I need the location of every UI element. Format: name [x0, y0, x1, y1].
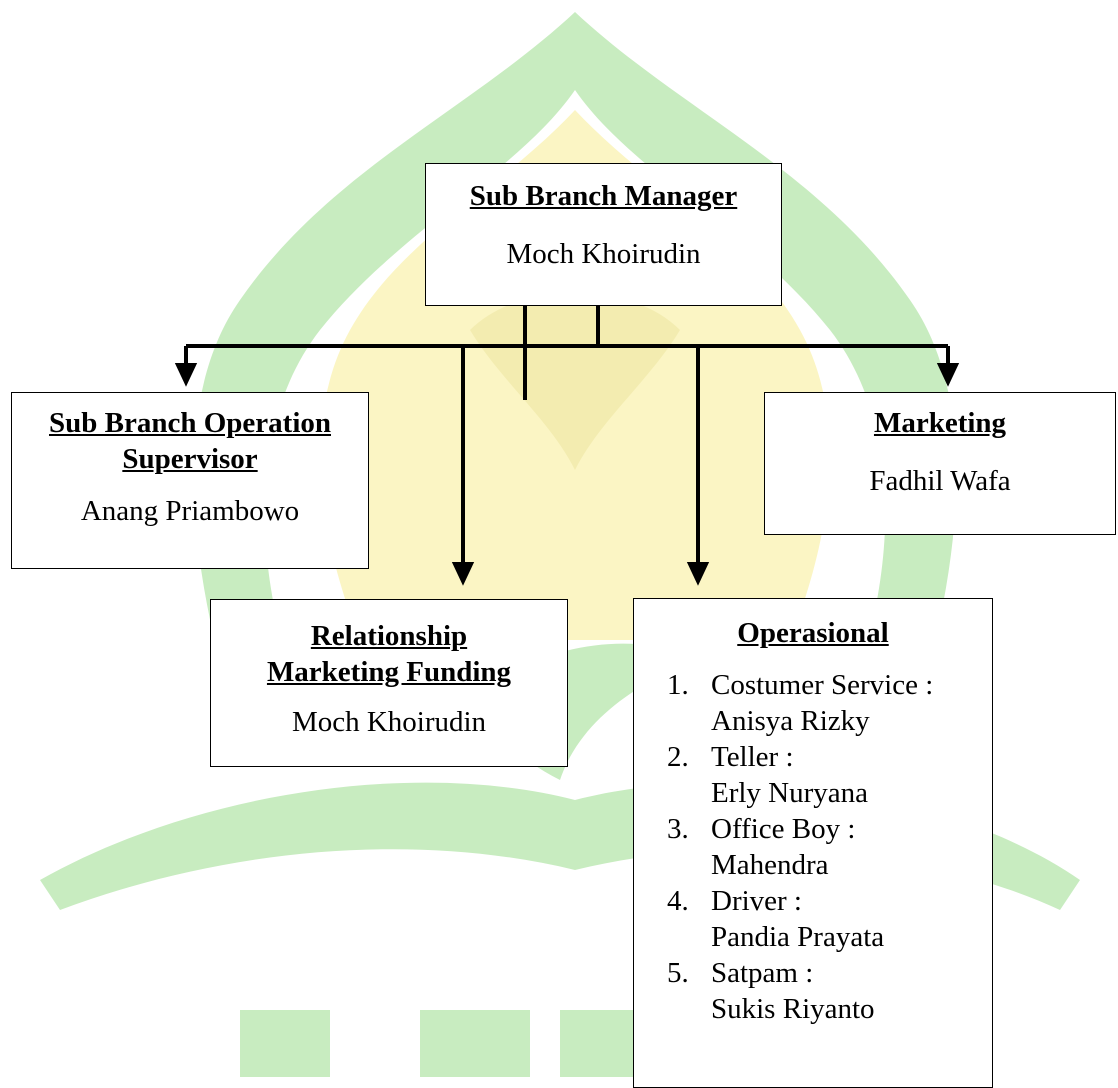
- operasional-item-number: 2.: [667, 741, 689, 773]
- marketing-title: Marketing: [873, 407, 1007, 439]
- arrowhead-marketing: [936, 363, 960, 387]
- operasional-list-item: 2. Teller : Erly Nuryana: [634, 739, 992, 811]
- relationship-marketing-name: Moch Khoirudin: [291, 706, 487, 738]
- manager-box: Sub Branch Manager Moch Khoirudin: [425, 163, 782, 306]
- relationship-marketing-title-line1: Relationship: [310, 620, 468, 652]
- operasional-item-role: Teller :: [711, 741, 794, 773]
- manager-name: Moch Khoirudin: [506, 238, 701, 270]
- operasional-list-item: 1. Costumer Service : Anisya Rizky: [634, 667, 992, 739]
- manager-title: Sub Branch Manager: [469, 180, 738, 212]
- operasional-item-number: 3.: [667, 813, 689, 845]
- operasional-list: 1. Costumer Service : Anisya Rizky 2. Te…: [634, 667, 992, 1027]
- supervisor-box: Sub Branch Operation Supervisor Anang Pr…: [11, 392, 369, 569]
- watermark-center-ornament: [470, 292, 680, 470]
- operasional-item-role: Driver :: [711, 885, 802, 917]
- operasional-item-person: Sukis Riyanto: [711, 993, 875, 1025]
- supervisor-title-line1: Sub Branch Operation: [49, 407, 331, 439]
- relationship-marketing-title-line2: Marketing Funding: [266, 656, 512, 688]
- operasional-item-person: Anisya Rizky: [711, 705, 870, 737]
- operasional-box: Operasional 1. Costumer Service : Anisya…: [633, 598, 993, 1088]
- supervisor-title: Sub Branch Operation Supervisor: [12, 405, 368, 477]
- operasional-item-role: Satpam :: [711, 957, 814, 989]
- watermark-letter-1: [240, 1010, 330, 1077]
- operasional-item-role: Costumer Service :: [711, 669, 934, 701]
- operasional-list-item: 3. Office Boy : Mahendra: [634, 811, 992, 883]
- relationship-marketing-title: Relationship Marketing Funding: [211, 618, 567, 690]
- operasional-item-role: Office Boy :: [711, 813, 856, 845]
- operasional-item-number: 4.: [667, 885, 689, 917]
- operasional-item-number: 5.: [667, 957, 689, 989]
- supervisor-title-line2: Supervisor: [122, 443, 258, 475]
- operasional-list-item: 4. Driver : Pandia Prayata: [634, 883, 992, 955]
- relationship-marketing-box: Relationship Marketing Funding Moch Khoi…: [210, 599, 568, 767]
- operasional-item-person: Pandia Prayata: [711, 921, 885, 953]
- operasional-item-person: Mahendra: [711, 849, 829, 881]
- arrowhead-operasional: [686, 562, 710, 586]
- supervisor-name: Anang Priambowo: [80, 495, 300, 527]
- operasional-item-number: 1.: [667, 669, 689, 701]
- arrowhead-rmf: [451, 562, 475, 586]
- arrowhead-supervisor: [174, 363, 198, 387]
- marketing-name: Fadhil Wafa: [869, 465, 1011, 497]
- operasional-title: Operasional: [737, 617, 889, 649]
- marketing-box: Marketing Fadhil Wafa: [764, 392, 1116, 535]
- operasional-list-item: 5. Satpam : Sukis Riyanto: [634, 955, 992, 1027]
- operasional-item-person: Erly Nuryana: [711, 777, 869, 809]
- watermark-letter-2: [420, 1010, 530, 1077]
